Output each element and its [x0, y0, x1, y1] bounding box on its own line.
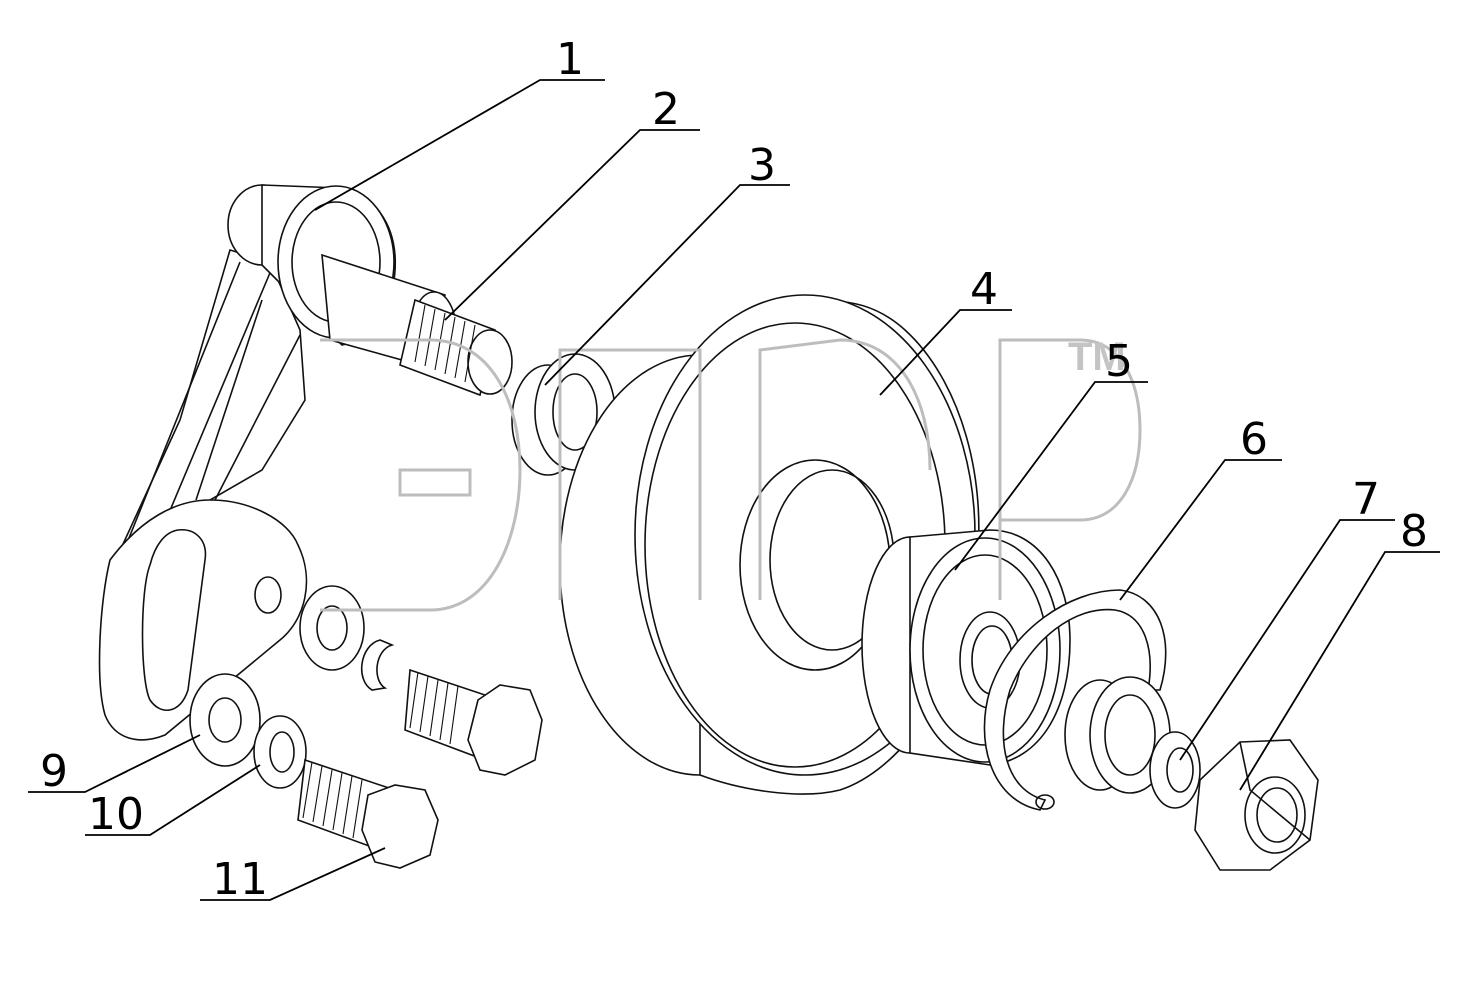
callout-11: 11 — [212, 854, 268, 905]
part-5-bearing — [861, 529, 1071, 766]
part-10-spring-washer — [253, 715, 307, 789]
part-8-hex-nut — [1194, 739, 1319, 871]
part-1-bracket-arm — [98, 184, 457, 741]
part-2-threaded-stub — [399, 298, 513, 397]
part-9-flat-washer — [189, 673, 261, 767]
part-6-retaining-ring — [983, 589, 1167, 811]
callout-4: 4 — [970, 264, 998, 315]
watermark-logo: TM — [320, 335, 1142, 612]
callout-3: 3 — [748, 140, 776, 191]
part-11-hex-bolt — [297, 758, 439, 869]
part-7-bushing-washer — [1064, 676, 1201, 809]
watermark-tm: TM — [1068, 335, 1126, 379]
callout-7: 7 — [1352, 474, 1380, 525]
callout-labels: 1 2 3 4 5 6 7 8 9 10 11 — [40, 34, 1428, 905]
callout-9: 9 — [40, 746, 68, 797]
callout-1: 1 — [556, 34, 584, 85]
callout-8: 8 — [1400, 506, 1428, 557]
leader-lines — [28, 79, 1440, 901]
callout-2: 2 — [652, 84, 680, 135]
callout-6: 6 — [1240, 414, 1268, 465]
callout-10: 10 — [88, 789, 144, 840]
callout-5: 5 — [1105, 336, 1133, 387]
upper-fastener-set — [299, 585, 543, 776]
